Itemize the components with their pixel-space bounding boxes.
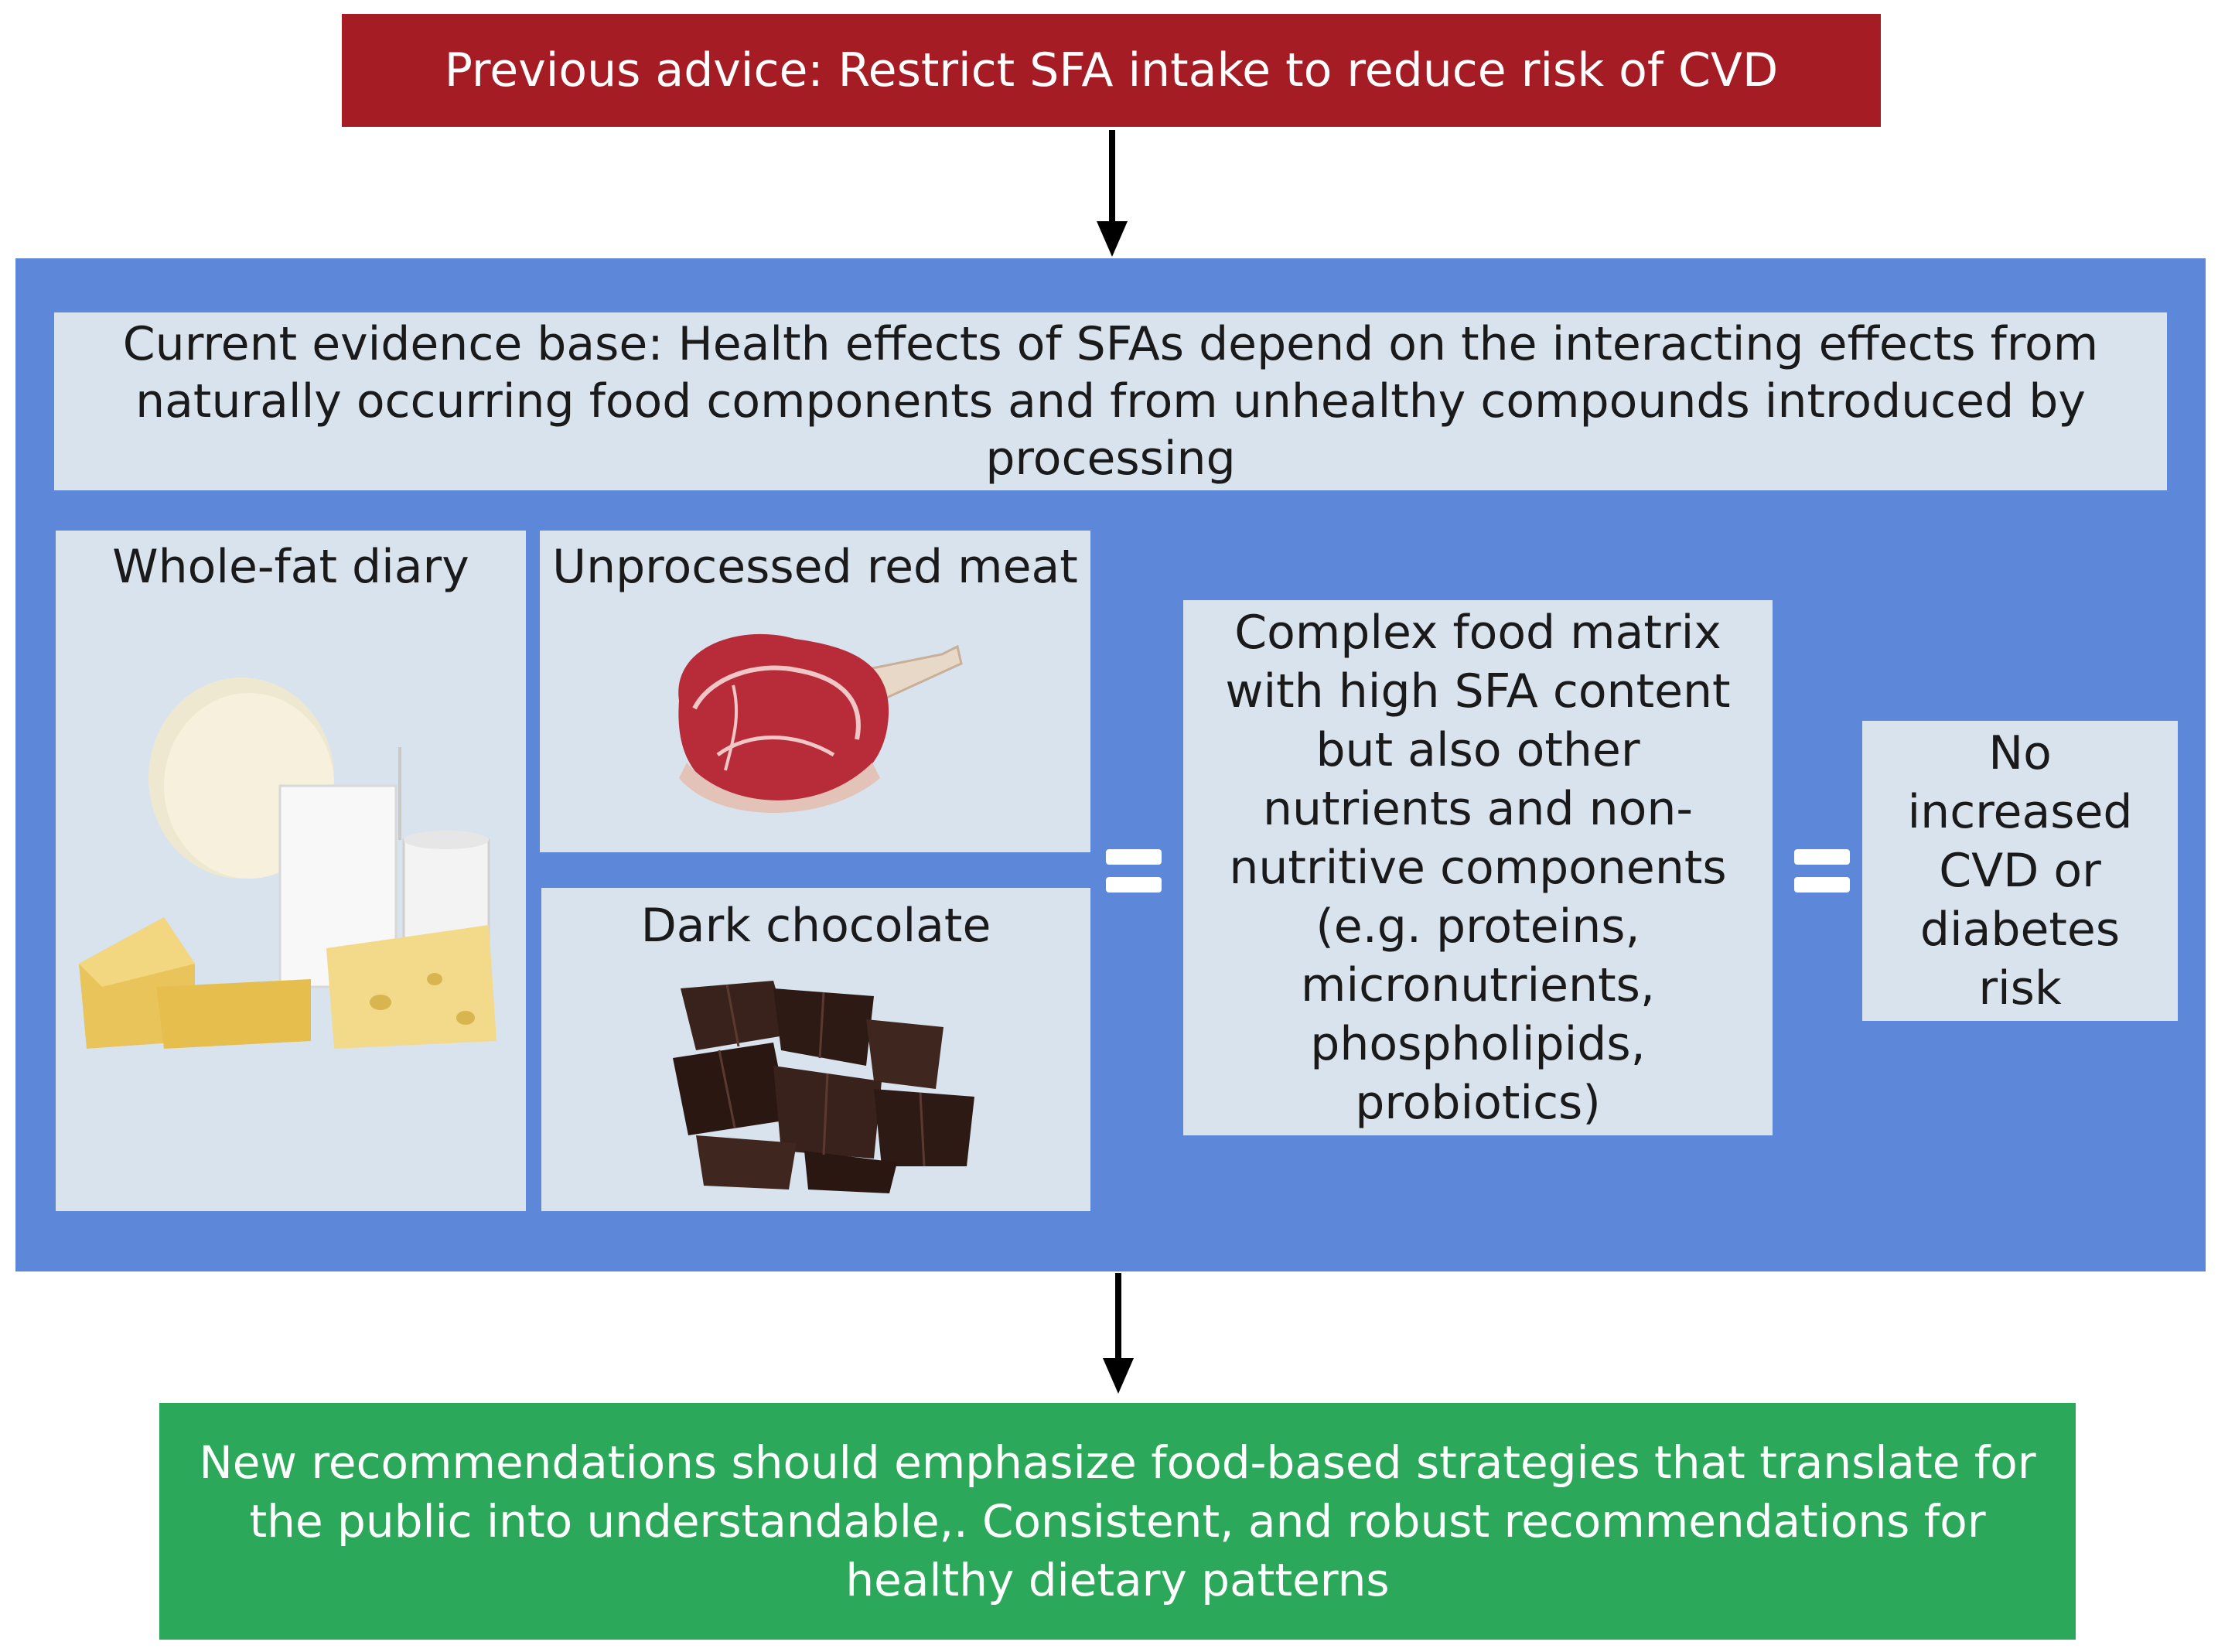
arrow-top-to-panel	[1097, 130, 1128, 257]
food-label-dark-chocolate: Dark chocolate	[640, 899, 991, 953]
food-matrix-text: Complex food matrix with high SFA conten…	[1225, 606, 1731, 1130]
food-matrix-box: Complex food matrix with high SFA conten…	[1183, 600, 1773, 1135]
evidence-text: Current evidence base: Health effects of…	[122, 317, 2099, 486]
previous-advice-text: Previous advice: Restrict SFA intake to …	[444, 43, 1779, 97]
food-label-red-meat: Unprocessed red meat	[552, 540, 1078, 594]
previous-advice-box: Previous advice: Restrict SFA intake to …	[342, 14, 1881, 127]
recommendation-box: New recommendations should emphasize foo…	[159, 1403, 2076, 1640]
arrow-panel-to-recommendation	[1103, 1273, 1134, 1394]
food-label-dairy: Whole-fat diary	[112, 540, 469, 594]
red-meat-image	[678, 633, 963, 813]
outcome-box: No increased CVD or diabetes risk	[1862, 721, 2178, 1021]
evidence-box: Current evidence base: Health effects of…	[54, 312, 2167, 490]
food-tile-dairy: Whole-fat diary	[56, 531, 526, 1211]
dark-chocolate-image	[673, 981, 974, 1193]
food-tile-red-meat: Unprocessed red meat	[540, 531, 1090, 852]
food-tile-dark-chocolate: Dark chocolate	[541, 888, 1090, 1211]
outcome-text: No increased CVD or diabetes risk	[1907, 726, 2133, 1015]
dairy-products-image	[79, 678, 496, 1049]
recommendation-text: New recommendations should emphasize foo…	[199, 1436, 2036, 1606]
